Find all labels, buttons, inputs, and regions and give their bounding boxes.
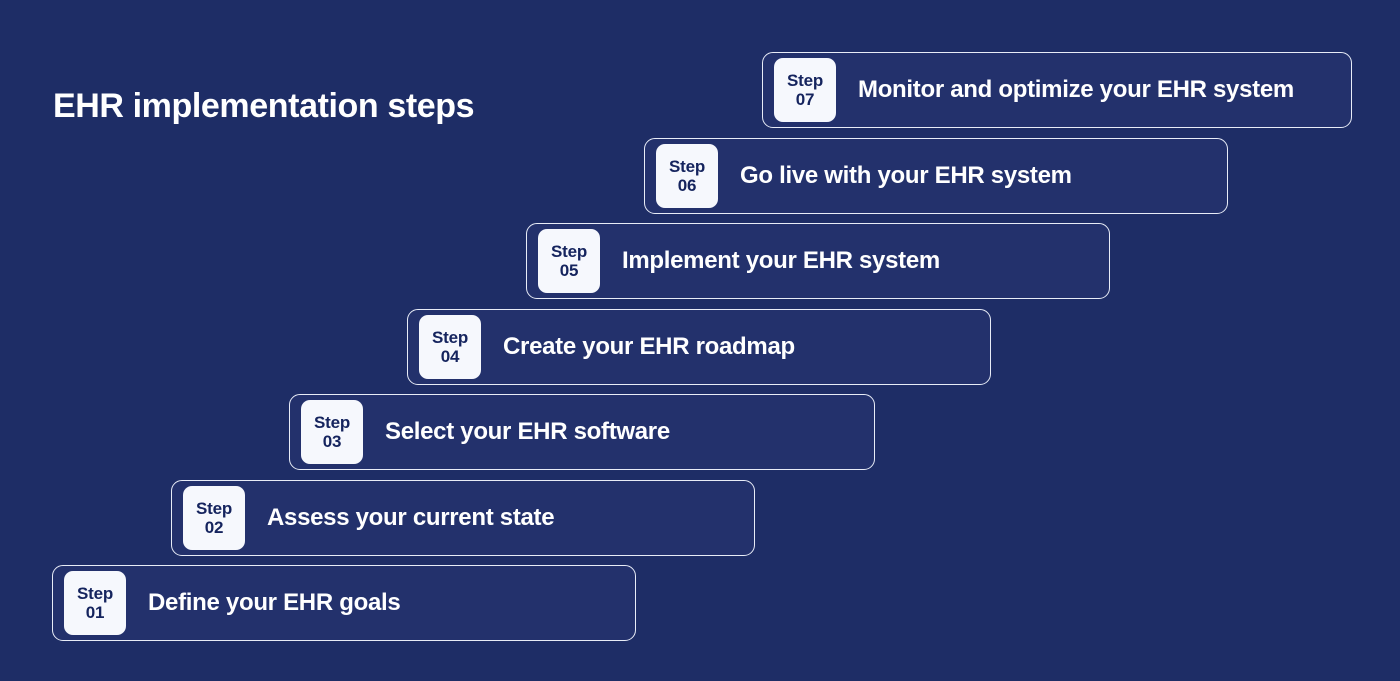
step-label: Go live with your EHR system [740, 162, 1072, 189]
step-label: Define your EHR goals [148, 589, 401, 616]
step-badge-word: Step [668, 156, 706, 176]
step-badge-word: Step [431, 327, 469, 347]
step-badge-number: 06 [677, 176, 697, 195]
step-badge-number: 05 [559, 261, 579, 280]
step-label: Monitor and optimize your EHR system [858, 76, 1294, 103]
page-title: EHR implementation steps [53, 86, 475, 125]
step-label: Implement your EHR system [622, 247, 940, 274]
step-label: Create your EHR roadmap [503, 333, 795, 360]
step-badge-word: Step [313, 412, 351, 432]
step-badge-word: Step [76, 583, 114, 603]
step-badge-number: 01 [85, 603, 105, 622]
step-badge-number: 02 [204, 518, 224, 537]
step-badge-word: Step [195, 498, 233, 518]
step-badge-word: Step [550, 241, 588, 261]
step-label: Select your EHR software [385, 418, 670, 445]
step-label: Assess your current state [267, 504, 555, 531]
step-badge-number: 03 [322, 432, 342, 451]
step-badge-word: Step [786, 70, 824, 90]
step-badge-number: 04 [440, 347, 460, 366]
step-badge-number: 07 [795, 90, 815, 109]
